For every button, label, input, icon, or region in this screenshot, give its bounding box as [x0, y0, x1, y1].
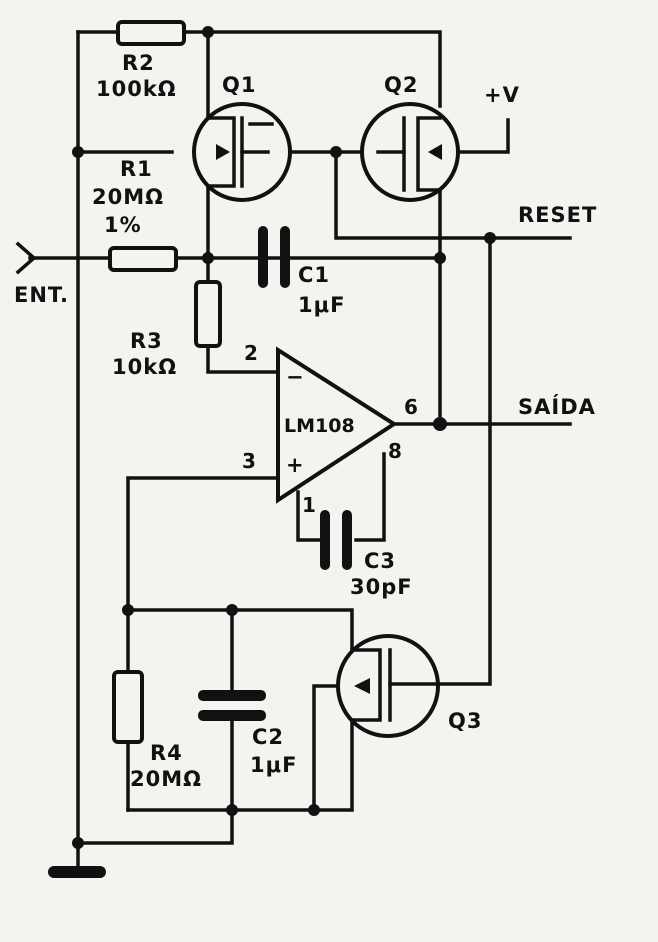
opamp-noninv-sign: + [286, 453, 305, 477]
r2-resistor [116, 20, 186, 46]
r3-value-label: 10kΩ [112, 355, 177, 379]
c1-capacitor [258, 226, 290, 288]
q1-ref-label: Q1 [222, 73, 256, 97]
opamp-pin3-label: 3 [242, 449, 256, 473]
input-arrow-icon [15, 241, 37, 275]
opamp-inv-sign: − [286, 365, 305, 389]
c2-value-label: 1μF [250, 753, 297, 777]
input-label: ENT. [14, 283, 69, 307]
r4-resistor [112, 670, 144, 744]
c2-capacitor [198, 690, 266, 721]
r1-ref-label: R1 [120, 157, 153, 181]
q1-transistor [192, 102, 292, 202]
opamp-pin1-label: 1 [302, 493, 316, 517]
c2-ref-label: C2 [252, 725, 284, 749]
opamp-pin2-label: 2 [244, 341, 258, 365]
c3-ref-label: C3 [364, 549, 396, 573]
r1-value-label: 20MΩ [92, 185, 164, 209]
q2-transistor [360, 102, 460, 202]
ground-icon [48, 866, 106, 878]
supply-label: +V [484, 83, 520, 107]
r4-value-label: 20MΩ [130, 767, 202, 791]
q3-ref-label: Q3 [448, 709, 482, 733]
r1-resistor [108, 246, 178, 272]
c3-value-label: 30pF [350, 575, 413, 599]
q3-transistor [336, 634, 440, 738]
c1-ref-label: C1 [298, 263, 330, 287]
output-label: SAÍDA [518, 394, 596, 419]
r4-ref-label: R4 [150, 741, 183, 765]
opamp-pin8-label: 8 [388, 439, 402, 463]
r2-ref-label: R2 [122, 51, 155, 75]
opamp-ref-label: LM108 [284, 415, 355, 437]
c3-capacitor [320, 510, 352, 570]
r3-resistor [194, 280, 222, 348]
r1-tolerance-label: 1% [104, 213, 142, 237]
q2-ref-label: Q2 [384, 73, 418, 97]
c1-value-label: 1μF [298, 293, 345, 317]
r2-value-label: 100kΩ [96, 77, 177, 101]
junction-dots [72, 26, 496, 849]
r3-ref-label: R3 [130, 329, 163, 353]
lm108-opamp [276, 346, 398, 504]
opamp-pin6-label: 6 [404, 395, 418, 419]
reset-label: RESET [518, 203, 597, 227]
